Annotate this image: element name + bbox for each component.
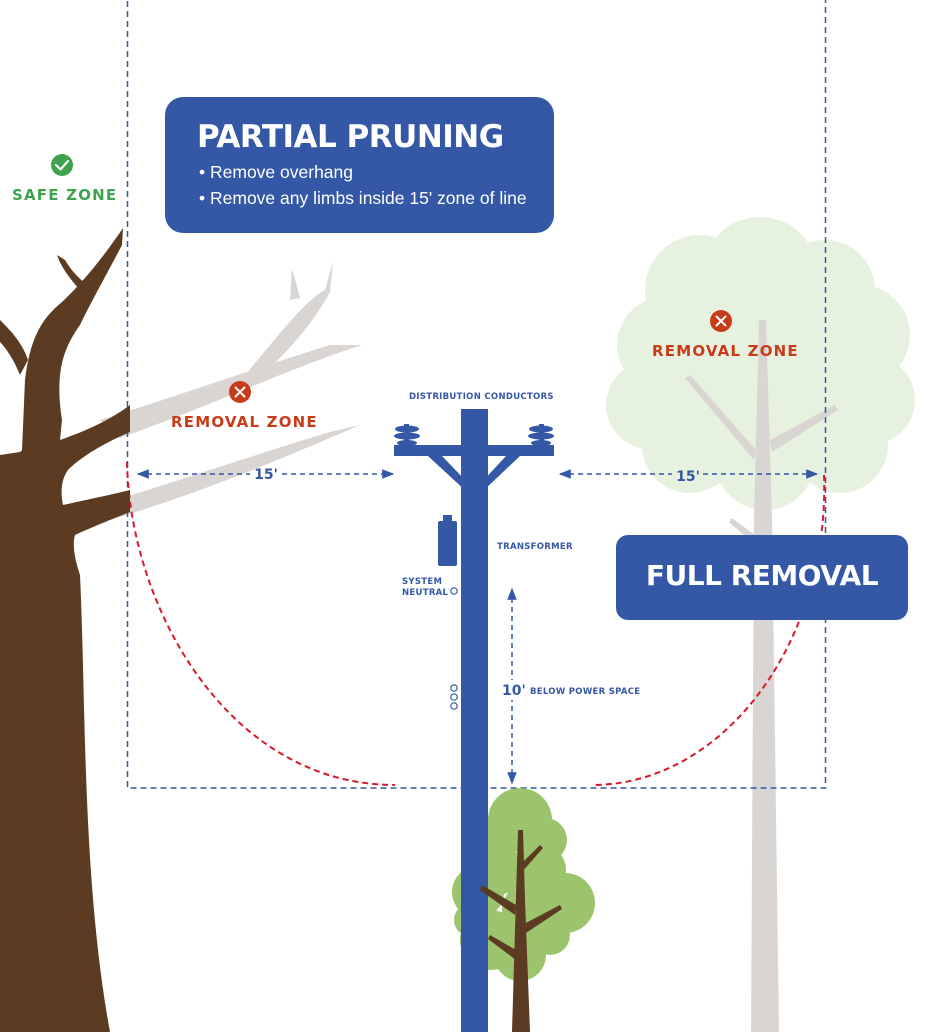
below-power-value: 10' — [502, 683, 526, 699]
neutral-label-line1: SYSTEM — [402, 577, 443, 587]
transformer-label: TRANSFORMER — [497, 542, 573, 552]
x-circle-icon — [229, 381, 251, 403]
right-clearance-label: 15' — [676, 469, 700, 485]
below-power-label: BELOW POWER SPACE — [530, 687, 641, 697]
check-circle-icon — [51, 154, 73, 176]
removal-zone-label: REMOVAL ZONE — [652, 342, 799, 360]
removal-zone-label: REMOVAL ZONE — [171, 413, 318, 431]
list-item: Remove overhang — [199, 159, 527, 185]
partial-pruning-list: Remove overhang Remove any limbs inside … — [199, 159, 527, 211]
ghost-tree-trunk — [685, 320, 838, 1032]
utility-pole — [394, 409, 554, 1032]
list-item: Remove any limbs inside 15' zone of line — [199, 185, 527, 211]
insulator-icon — [394, 424, 420, 446]
conductors-label: DISTRIBUTION CONDUCTORS — [409, 392, 554, 402]
full-removal-title: FULL REMOVAL — [645, 559, 879, 592]
partial-pruning-card: PARTIAL PRUNING Remove overhang Remove a… — [165, 97, 554, 233]
transformer-icon — [438, 515, 457, 566]
full-removal-card: FULL REMOVAL — [616, 535, 908, 620]
neutral-label: SYSTEM NEUTRAL — [402, 577, 448, 599]
clearance-arc — [126, 461, 396, 786]
x-circle-icon — [710, 310, 732, 332]
safe-zone-label: SAFE ZONE — [12, 186, 118, 204]
insulator-icon — [528, 424, 554, 446]
left-clearance-label: 15' — [254, 467, 278, 483]
young-tree-trunk — [480, 830, 562, 1032]
partial-pruning-title: PARTIAL PRUNING — [197, 119, 504, 155]
clearance-arc — [591, 474, 826, 786]
neutral-label-line2: NEUTRAL — [402, 588, 449, 598]
pole-connector-icon — [450, 684, 458, 710]
safe-tree — [0, 228, 130, 1032]
neutral-connector-icon — [450, 587, 458, 595]
